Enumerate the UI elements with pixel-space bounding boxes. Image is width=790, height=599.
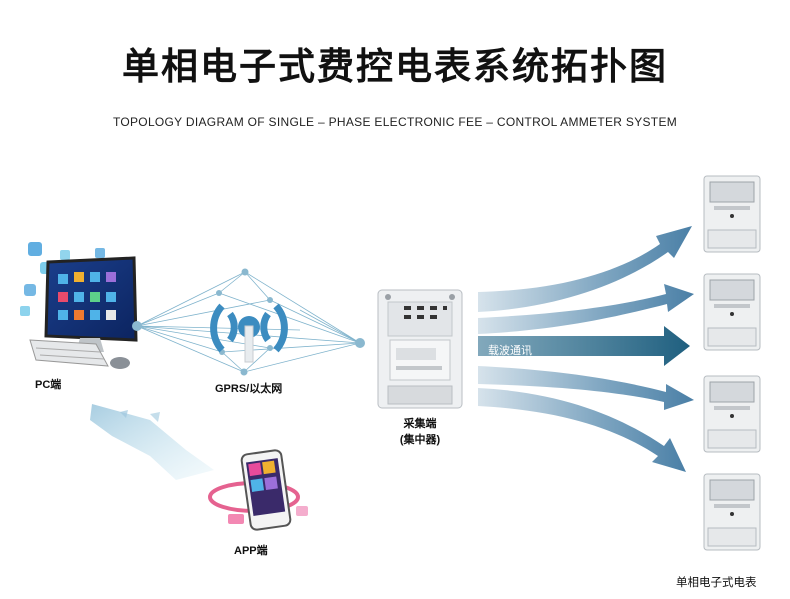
arrow-to-meter-1 — [478, 226, 692, 312]
arrow-to-meter-5 — [478, 388, 686, 472]
network-nodes — [132, 268, 365, 376]
phone-icon — [208, 449, 308, 531]
meter-2-icon — [703, 273, 761, 351]
pc-label: PC端 — [35, 379, 62, 391]
app-label: APP端 — [234, 545, 268, 557]
collector-label: 采集端 (集中器) — [388, 415, 452, 447]
collector-label-line1: 采集端 — [403, 418, 437, 430]
diagram-title: 单相电子式费控电表系统拓扑图 — [122, 45, 668, 88]
wifi-icon — [210, 303, 288, 363]
diagram-subtitle: TOPOLOGY DIAGRAM OF SINGLE – PHASE ELECT… — [112, 115, 678, 129]
network-mesh — [136, 271, 361, 373]
meter-3-icon — [703, 375, 761, 453]
meters-label: 单相电子式电表 — [676, 577, 757, 589]
arrow-to-meter-2 — [478, 284, 694, 334]
arrow-to-meter-3 — [478, 326, 690, 366]
pc-icon — [20, 242, 138, 369]
arrow-to-meter-4 — [478, 366, 694, 410]
carrier-label: 载波通讯 — [488, 345, 532, 357]
network-label: GPRS/以太网 — [215, 383, 283, 395]
pc-to-app-arrow — [90, 404, 214, 480]
carrier-arrows — [478, 226, 694, 472]
meter-1-icon — [703, 175, 761, 253]
collector-label-line2: (集中器) — [399, 434, 441, 446]
meter-4-icon — [703, 473, 761, 551]
collector-device-icon — [377, 289, 463, 409]
